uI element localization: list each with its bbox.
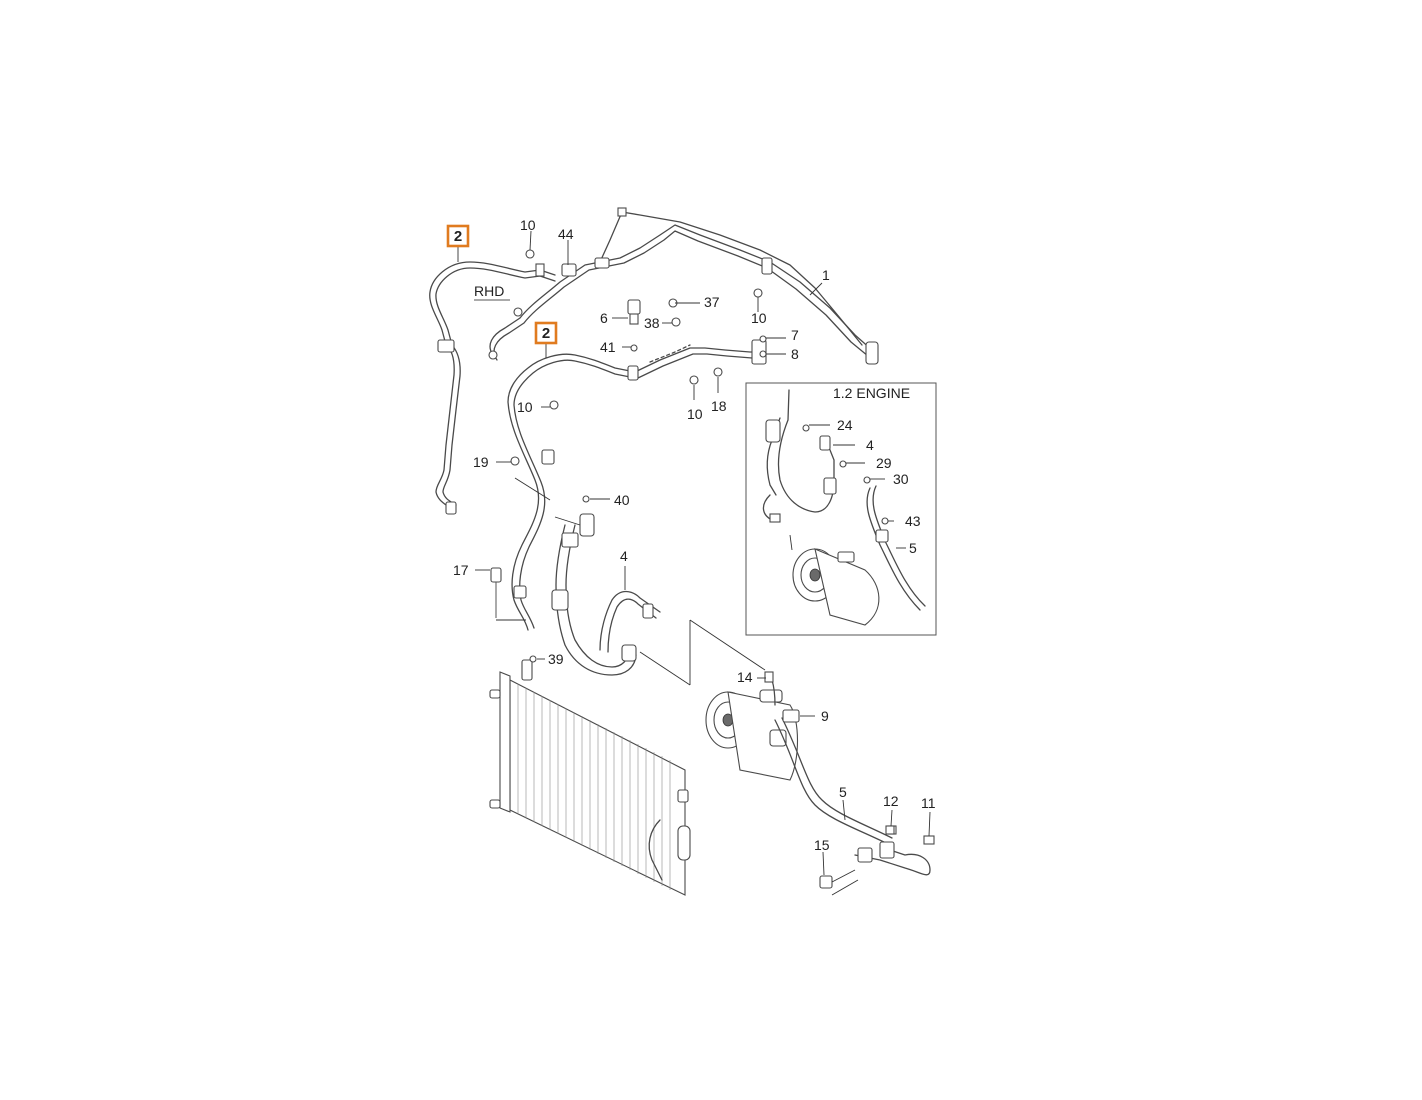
callout-5: 5 (839, 784, 847, 800)
callout-4: 4 (620, 548, 628, 564)
hose-part-4 (599, 590, 661, 653)
callout-14: 14 (737, 669, 753, 685)
callouts: 10 44 1 37 6 38 10 7 8 41 10 18 10 19 40… (453, 217, 936, 853)
callout-19: 19 (473, 454, 489, 470)
callout-10: 10 (517, 399, 533, 415)
callout-10: 10 (751, 310, 767, 326)
pipe-part-2-rhd (429, 261, 577, 515)
rhd-label: RHD (474, 283, 504, 299)
inset-callout-24: 24 (837, 417, 853, 433)
callout-6: 6 (600, 310, 608, 326)
compressor (705, 679, 893, 846)
callout-18: 18 (711, 398, 727, 414)
inset-callout-4: 4 (866, 437, 874, 453)
callout-1: 1 (822, 267, 830, 283)
leader-lines (457, 230, 931, 876)
callout-7: 7 (791, 327, 799, 343)
callout-44: 44 (558, 226, 574, 242)
pipe-part-2 (507, 339, 767, 676)
callout-10: 10 (687, 406, 703, 422)
pipe-part-1 (488, 207, 879, 365)
pipe-part-5 (819, 825, 935, 896)
callout-2-highlight-bottom[interactable]: 2 (534, 321, 558, 345)
callout-40: 40 (614, 492, 630, 508)
inset-callout-29: 29 (876, 455, 892, 471)
svg-text:2: 2 (542, 325, 550, 342)
inset-1-2-engine (745, 382, 937, 636)
callout-15: 15 (814, 837, 830, 853)
callout-9: 9 (821, 708, 829, 724)
callout-10: 10 (520, 217, 536, 233)
svg-text:2: 2 (454, 228, 462, 245)
inset-callout-30: 30 (893, 471, 909, 487)
callout-8: 8 (791, 346, 799, 362)
callout-17: 17 (453, 562, 469, 578)
callout-38: 38 (644, 315, 660, 331)
small-parts (490, 249, 895, 835)
callout-11: 11 (921, 795, 936, 811)
condenser (489, 659, 691, 896)
callout-12: 12 (883, 793, 899, 809)
callout-39: 39 (548, 651, 564, 667)
callout-2-highlight-top[interactable]: 2 (446, 224, 470, 248)
inset-callout-43: 43 (905, 513, 921, 529)
callout-37: 37 (704, 294, 720, 310)
inset-title: 1.2 ENGINE (833, 385, 910, 401)
condenser-fins (517, 684, 671, 890)
callout-41: 41 (600, 339, 616, 355)
inset-callout-5: 5 (909, 540, 917, 556)
